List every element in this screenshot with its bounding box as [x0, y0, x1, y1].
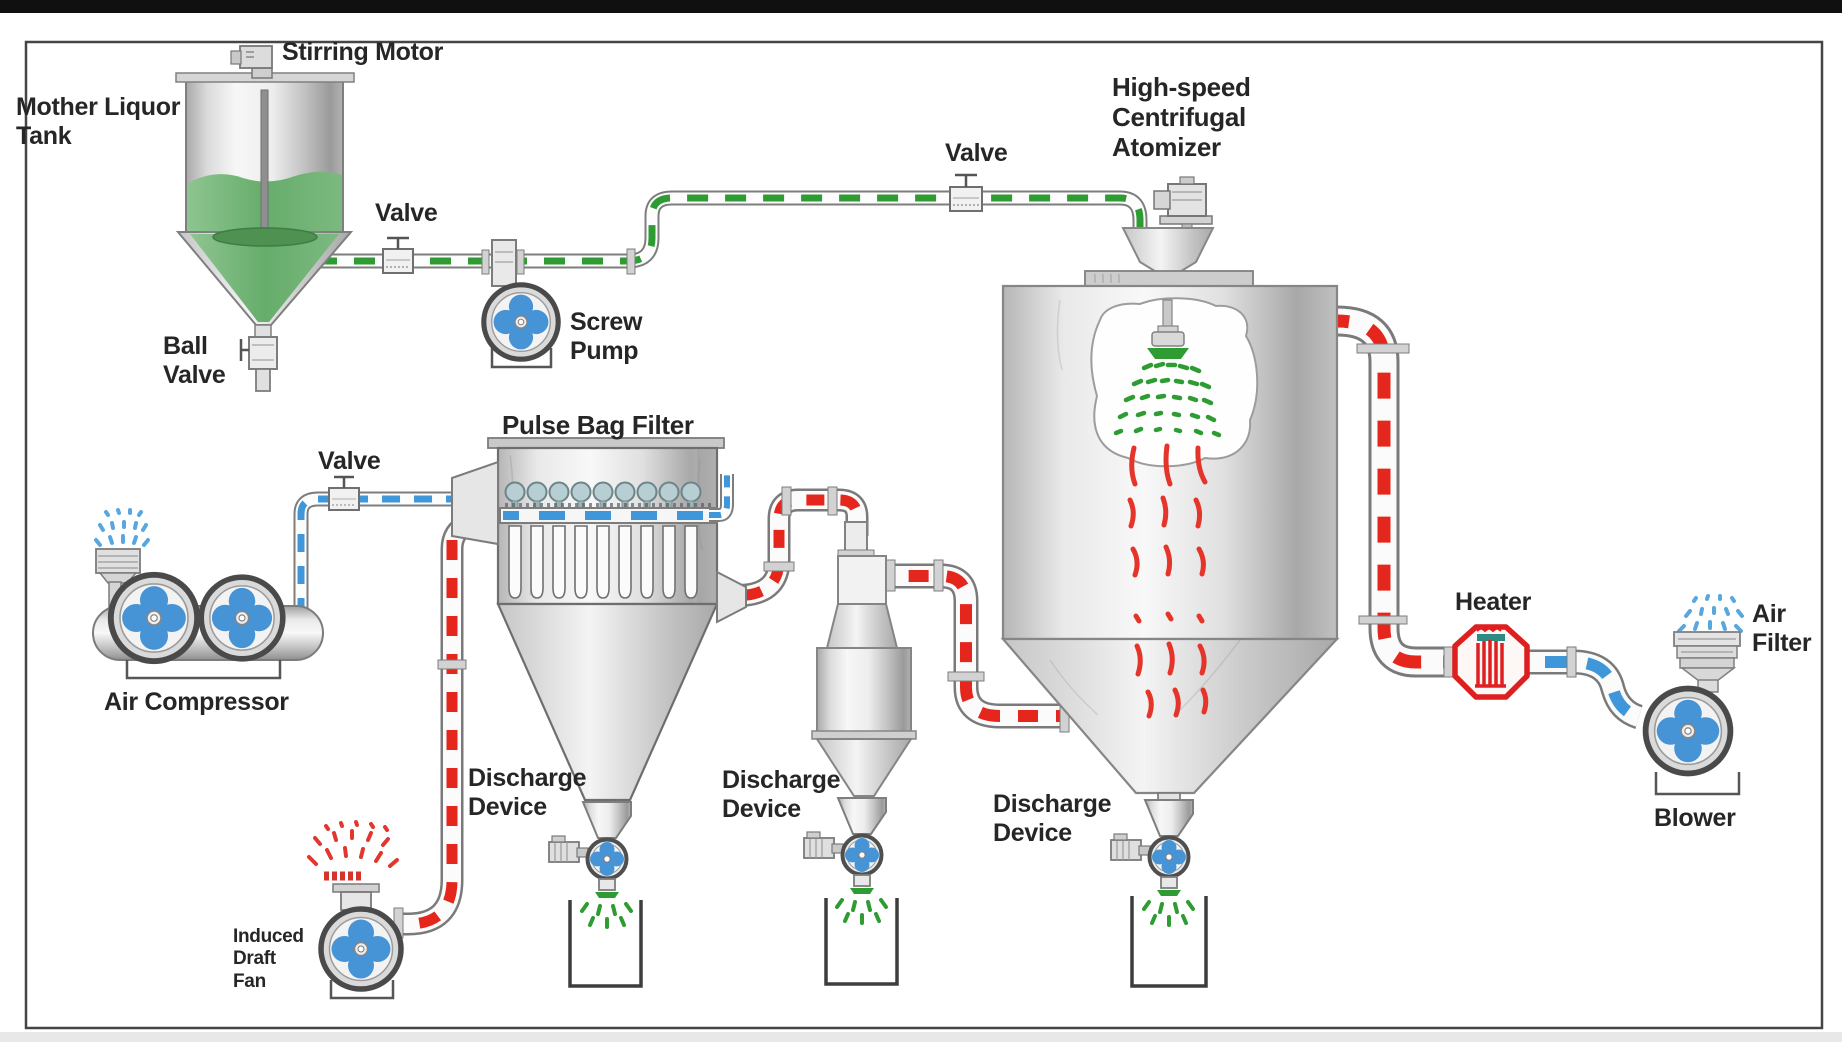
diagram-border	[24, 40, 1824, 1030]
pulse-bag-filter	[451, 437, 747, 802]
atomizer-label: High-speed Centrifugal Atomizer	[1112, 72, 1251, 163]
discharge-device-cyclone-label: Discharge Device	[722, 766, 841, 823]
blower-label: Blower	[1654, 804, 1736, 832]
pulse-bag-filter-label: Pulse Bag Filter	[502, 410, 694, 440]
screw-pump	[482, 239, 558, 369]
air-filter	[1673, 594, 1744, 693]
exhaust-pipe-cyclone-to-filter	[717, 486, 869, 609]
hot-air-pipe	[1336, 305, 1464, 678]
compressor-fan-1-icon	[111, 575, 197, 661]
nozzle-green-spray-icon	[1113, 361, 1222, 438]
collection-container-3	[1130, 896, 1208, 988]
spray-drying-tower	[1000, 270, 1340, 804]
valve-air	[328, 475, 360, 511]
collection-container-2	[824, 898, 899, 986]
blower-to-heater-pipe	[1518, 646, 1644, 729]
hot-particle-streaks-icon	[1127, 443, 1209, 719]
valve-feed	[382, 236, 414, 274]
liquid-feed-pipe	[316, 190, 1148, 275]
pulse-manifold	[499, 507, 718, 524]
intake-air-spray-icon	[94, 508, 150, 547]
induced-draft-fan	[307, 820, 401, 1000]
compressor-fan-2-icon	[201, 577, 283, 659]
ball-valve	[239, 336, 278, 392]
exhaust-spray-icon	[307, 820, 399, 868]
valve-air-label: Valve	[318, 447, 381, 475]
top-frame-bar	[0, 0, 1842, 13]
discharge-device-tower-label: Discharge Device	[993, 790, 1112, 847]
bottom-frame-bar	[0, 1032, 1842, 1042]
screw-pump-label: Screw Pump	[570, 308, 643, 365]
blower-rotor-icon	[1646, 689, 1731, 774]
valve-top	[949, 173, 983, 212]
discharge-device-filter-label: Discharge Device	[468, 764, 587, 821]
air-compressor	[92, 508, 324, 680]
ball-valve-label: Ball Valve	[163, 332, 226, 389]
exhaust-pipe-filter-to-fan	[393, 513, 474, 939]
compressed-air-pipe	[293, 491, 480, 616]
air-compressor-label: Air Compressor	[104, 688, 289, 716]
valve-top-label: Valve	[945, 139, 1008, 167]
stirring-motor-label: Stirring Motor	[282, 38, 444, 66]
air-filter-label: Air Filter	[1752, 600, 1812, 657]
manifold-inlet-elbow	[709, 474, 734, 522]
spray-nozzle-icon	[1147, 299, 1189, 359]
pulse-valve-caps-icon	[504, 481, 702, 511]
induced-draft-fan-label: Induced Draft Fan	[233, 926, 304, 992]
valve-feed-label: Valve	[375, 199, 438, 227]
induced-draft-fan-rotor-icon	[321, 909, 401, 989]
filter-bags-icon	[508, 525, 698, 599]
blower	[1646, 689, 1741, 796]
stirring-motor	[230, 45, 273, 79]
filter-air-spray-icon	[1677, 594, 1744, 633]
stirrer-impeller-icon	[212, 227, 318, 247]
heater-label: Heater	[1455, 588, 1532, 616]
exhaust-pipe-tower-to-cyclone	[884, 559, 1070, 733]
mother-liquor-tank	[175, 72, 355, 338]
heater-coil-icon	[1475, 640, 1506, 688]
screw-pump-rotor-icon	[484, 285, 558, 359]
collection-container-1	[568, 900, 643, 988]
cyclone-separator	[811, 521, 917, 797]
heater	[1452, 624, 1530, 700]
mother-liquor-tank-label: Mother Liquor Tank	[16, 93, 181, 150]
